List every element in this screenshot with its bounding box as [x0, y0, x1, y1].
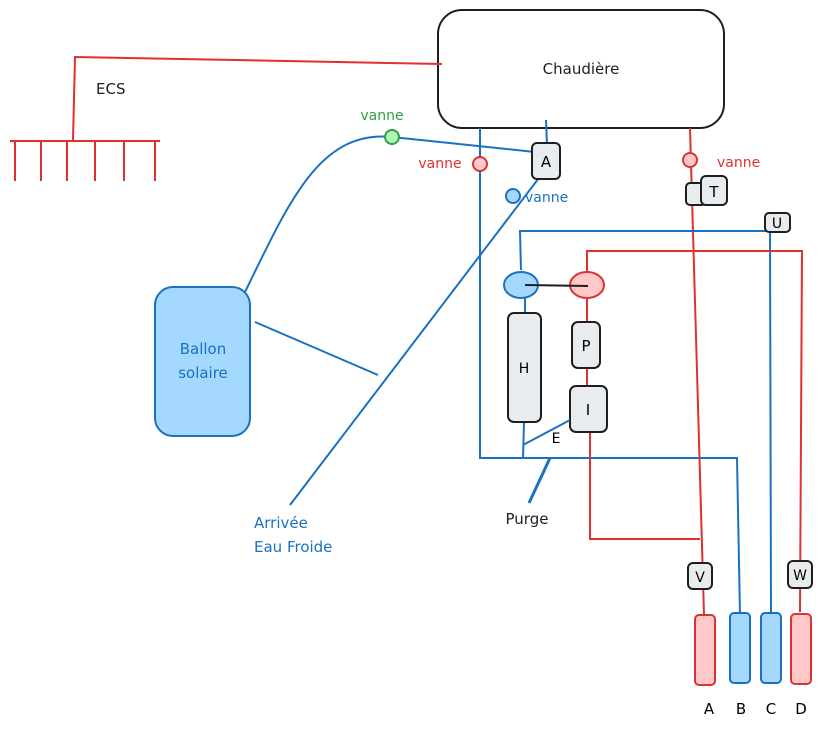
component-t [700, 175, 728, 206]
solar-return-pipe [254, 321, 379, 376]
hot-pipe-a [689, 127, 705, 616]
component-a-label: A [541, 153, 552, 171]
boiler-label: Chaudière [543, 60, 620, 78]
outlet-c [760, 612, 782, 684]
boiler-box [437, 9, 725, 129]
component-u [764, 212, 791, 233]
valve-blue[interactable] [505, 188, 521, 204]
component-w-label: W [793, 568, 807, 584]
solar-pipe [244, 135, 536, 293]
solar-tank-label-1: Ballon [180, 340, 227, 358]
purge-label: Purge [506, 510, 549, 528]
valve-red-right[interactable] [682, 152, 698, 168]
component-h-label: H [519, 361, 530, 377]
valve-red-left-label: vanne [418, 156, 461, 172]
component-e-label: E [552, 431, 561, 447]
component-p-label: P [581, 337, 590, 355]
cold-pipe-c [518, 230, 772, 613]
component-a [531, 142, 561, 180]
cold-water-label-1: Arrivée [254, 514, 308, 532]
outlet-d-label: D [795, 700, 807, 718]
ecs-manifold [10, 140, 160, 181]
purge-pipe [527, 457, 552, 504]
valve-green-label: vanne [360, 108, 403, 124]
hot-pipe-d [586, 250, 804, 613]
component-i-label: I [586, 401, 590, 419]
ecs-pipe [72, 55, 443, 141]
boiler-to-a-pipe [545, 119, 548, 146]
valve-red-right-label: vanne [717, 155, 760, 171]
ecs-label: ECS [96, 80, 125, 98]
outlet-c-label: C [766, 700, 776, 718]
component-v-label: V [695, 570, 705, 586]
cold-water-pipe [289, 169, 546, 506]
valve-blue-label: vanne [525, 190, 568, 206]
component-i [569, 385, 608, 433]
solar-tank [154, 286, 251, 437]
component-v [687, 562, 713, 590]
outlet-a-label: A [704, 700, 715, 718]
blue-pipe-h [522, 298, 571, 459]
component-u-label: U [772, 216, 782, 232]
collector-link [524, 284, 589, 287]
outlet-a [694, 614, 716, 686]
cold-water-label-2: Eau Froide [254, 538, 332, 556]
outlet-b-label: B [736, 700, 746, 718]
component-h [507, 312, 542, 423]
valve-green[interactable] [384, 129, 400, 145]
solar-tank-label-2: solaire [178, 364, 228, 382]
outlet-b [729, 612, 751, 684]
component-p [571, 321, 601, 369]
component-t-label: T [708, 183, 719, 201]
component-w [787, 560, 813, 589]
hot-pipe-pi [586, 298, 700, 540]
cold-return-pipe [479, 128, 741, 616]
outlet-d [790, 613, 812, 685]
valve-red-left[interactable] [472, 156, 488, 172]
